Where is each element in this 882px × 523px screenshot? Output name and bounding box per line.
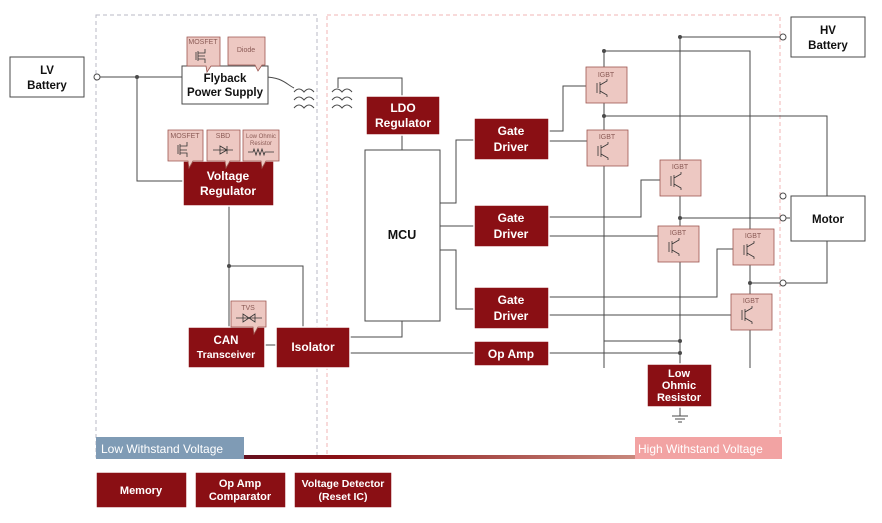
mcu-label: MCU bbox=[388, 228, 416, 242]
voltage-regulator[interactable]: Voltage Regulator bbox=[182, 160, 275, 207]
lv-battery[interactable]: LV Battery bbox=[9, 56, 85, 98]
high-voltage-label: High Withstand Voltage bbox=[638, 442, 763, 456]
igbt-high-u[interactable]: IGBT bbox=[585, 66, 628, 104]
igbt-label-high-v: IGBT bbox=[672, 164, 689, 171]
lv-battery-line1: LV bbox=[40, 65, 54, 77]
igbt-icon bbox=[597, 142, 609, 160]
ldo-line1: LDO bbox=[390, 101, 415, 115]
shunt-line2: Ohmic bbox=[662, 380, 696, 392]
voltage-regulator-line1: Voltage bbox=[207, 169, 250, 183]
flyback-line1: Flyback bbox=[204, 73, 247, 85]
sbd-component[interactable]: SBD bbox=[206, 129, 241, 170]
igbt-icon bbox=[596, 79, 608, 97]
gate-driver-2[interactable]: Gate Driver bbox=[473, 204, 550, 248]
isolator-label: Isolator bbox=[291, 340, 335, 354]
mcu[interactable]: MCU bbox=[364, 149, 441, 322]
motor-terminal-mid bbox=[779, 214, 787, 222]
gate-driver-2-line1: Gate bbox=[498, 211, 525, 225]
mosfet-component-regulator[interactable]: MOSFET bbox=[167, 129, 204, 170]
hv-battery-line2: Battery bbox=[808, 40, 848, 52]
resistor-icon bbox=[248, 147, 274, 157]
tvs-component[interactable]: TVS bbox=[230, 300, 267, 336]
motor-terminal-bottom bbox=[779, 279, 787, 287]
igbt-icon bbox=[668, 238, 680, 256]
tvs-label: TVS bbox=[241, 305, 255, 312]
low-voltage-band bbox=[96, 437, 244, 459]
ldo-line2: Regulator bbox=[375, 116, 431, 130]
igbt-label-low-v: IGBT bbox=[670, 230, 687, 237]
igbt-low-u[interactable]: IGBT bbox=[586, 129, 629, 167]
op-amp-label: Op Amp bbox=[488, 347, 534, 361]
legend-voltage-detector-line1: Voltage Detector bbox=[302, 478, 385, 490]
gate-driver-1[interactable]: Gate Driver bbox=[473, 117, 550, 161]
igbt-label-low-w: IGBT bbox=[743, 298, 760, 305]
legend-memory-label: Memory bbox=[120, 485, 163, 497]
igbt-low-v[interactable]: IGBT bbox=[657, 225, 700, 263]
high-voltage-band bbox=[635, 437, 782, 459]
mosfet-label-flyback: MOSFET bbox=[188, 39, 218, 46]
motor-terminal-top bbox=[779, 192, 787, 200]
legend-voltage-detector[interactable]: Voltage Detector (Reset IC) bbox=[293, 471, 393, 509]
flyback-power-supply[interactable]: Flyback Power Supply bbox=[181, 65, 269, 105]
low-ohmic-component-line1: Low Ohmic bbox=[246, 134, 276, 140]
flyback-line2: Power Supply bbox=[187, 87, 264, 99]
mosfet-label-regulator: MOSFET bbox=[170, 133, 200, 140]
diode-label: Diode bbox=[237, 47, 255, 54]
voltage-regulator-line2: Regulator bbox=[200, 184, 256, 198]
junction-dots bbox=[135, 35, 752, 355]
legend-op-amp-comparator[interactable]: Op Amp Comparator bbox=[194, 471, 287, 509]
diode-component-flyback[interactable]: Diode bbox=[227, 36, 266, 72]
can-transceiver[interactable]: CAN Transceiver bbox=[187, 326, 266, 369]
shunt-line3: Resistor bbox=[657, 392, 702, 404]
legend-memory[interactable]: Memory bbox=[95, 471, 188, 509]
mosfet-icon bbox=[195, 49, 206, 63]
legend-voltage-detector-line2: (Reset IC) bbox=[318, 491, 367, 503]
hv-terminal-top bbox=[779, 33, 787, 41]
gate-driver-3[interactable]: Gate Driver bbox=[473, 286, 550, 330]
igbt-label-high-w: IGBT bbox=[745, 233, 762, 240]
op-amp[interactable]: Op Amp bbox=[473, 340, 550, 367]
motor[interactable]: Motor bbox=[790, 195, 866, 242]
tvs-diode-icon bbox=[236, 313, 262, 323]
can-line1: CAN bbox=[214, 335, 239, 347]
gate-driver-3-line1: Gate bbox=[498, 293, 525, 307]
legend-op-amp-line1: Op Amp bbox=[219, 478, 262, 490]
ldo-regulator[interactable]: LDO Regulator bbox=[365, 95, 441, 136]
lv-terminal bbox=[93, 73, 101, 81]
motor-label: Motor bbox=[812, 214, 844, 226]
shunt-line1: Low bbox=[668, 368, 690, 380]
gate-driver-1-line1: Gate bbox=[498, 124, 525, 138]
igbt-low-w[interactable]: IGBT bbox=[730, 293, 773, 331]
gate-driver-2-line2: Driver bbox=[494, 227, 529, 241]
isolator[interactable]: Isolator bbox=[275, 326, 351, 369]
sbd-label: SBD bbox=[216, 133, 230, 140]
schottky-diode-icon bbox=[213, 145, 233, 155]
low-ohmic-resistor[interactable]: Low Ohmic Resistor bbox=[646, 363, 713, 408]
igbt-icon bbox=[670, 172, 682, 190]
low-ohmic-component-line2: Resistor bbox=[250, 141, 272, 147]
mosfet-icon bbox=[177, 142, 188, 157]
igbt-high-v[interactable]: IGBT bbox=[659, 159, 702, 197]
igbt-high-w[interactable]: IGBT bbox=[732, 228, 775, 266]
gate-driver-3-line2: Driver bbox=[494, 309, 529, 323]
low-ohmic-resistor-component[interactable]: Low Ohmic Resistor bbox=[242, 129, 280, 170]
lv-battery-line2: Battery bbox=[27, 80, 67, 92]
igbt-icon bbox=[743, 241, 755, 259]
withstand-voltage-band: Low Withstand Voltage High Withstand Vol… bbox=[96, 437, 782, 459]
mosfet-component-flyback[interactable]: MOSFET bbox=[186, 36, 221, 74]
igbt-label-high-u: IGBT bbox=[598, 72, 615, 79]
hv-battery[interactable]: HV Battery bbox=[790, 16, 866, 58]
hv-battery-line1: HV bbox=[820, 25, 836, 37]
igbt-icon bbox=[741, 306, 753, 324]
low-voltage-label: Low Withstand Voltage bbox=[101, 442, 223, 456]
legend-op-amp-line2: Comparator bbox=[209, 491, 272, 503]
igbt-label-low-u: IGBT bbox=[599, 134, 616, 141]
gate-driver-1-line2: Driver bbox=[494, 140, 529, 154]
can-line2: Transceiver bbox=[197, 349, 255, 361]
